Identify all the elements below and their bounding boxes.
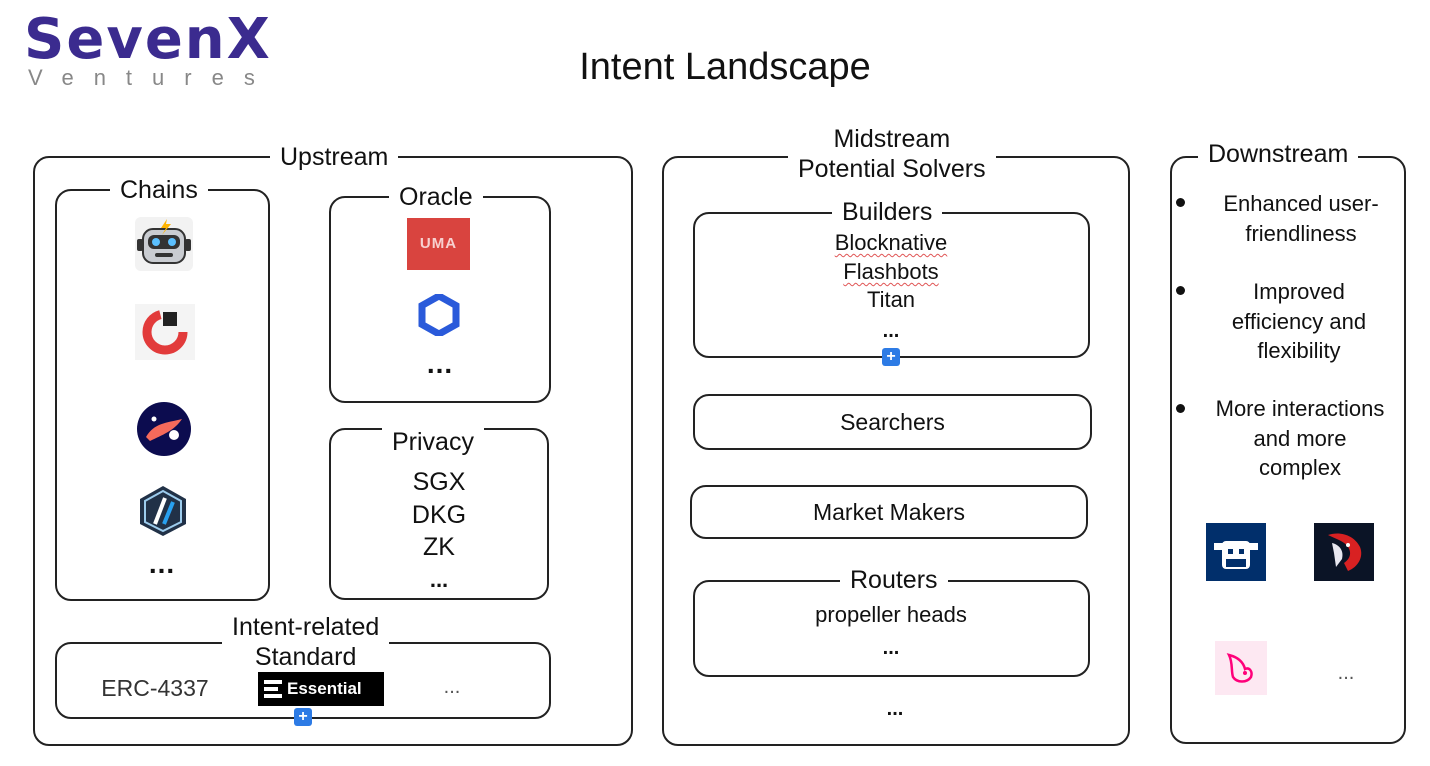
downstream-bullet: More interactions and more complex: [1215, 396, 1385, 480]
bullet-dot: [1176, 198, 1185, 207]
builders-label: Builders: [832, 197, 943, 227]
essential-logo: Essential: [258, 672, 384, 706]
arbitrum-icon: [137, 484, 189, 538]
searchers-label: Searchers: [840, 409, 945, 435]
router-item: propeller heads: [815, 602, 967, 627]
midstream-label-line2: Potential Solvers: [798, 155, 986, 183]
privacy-more: ...: [429, 567, 449, 592]
market-makers-label: Market Makers: [812, 499, 966, 525]
standards-label-line2: Standard: [254, 643, 357, 671]
1inch-icon: [1314, 523, 1374, 581]
page-title: Intent Landscape: [579, 46, 871, 88]
erc-4337-label: ERC-4337: [101, 675, 209, 701]
bullet-dot: [1176, 404, 1185, 413]
routers-more: ...: [882, 637, 900, 659]
starknet-icon: [136, 401, 192, 457]
standards-label: Intent-related Standard: [222, 612, 390, 672]
chains-more: ...: [148, 548, 176, 579]
midstream-more: ...: [886, 698, 904, 720]
builder-item: Blocknative: [834, 230, 948, 255]
cow-swap-icon: [1206, 523, 1266, 581]
builders-add-button[interactable]: +: [882, 348, 900, 366]
upstream-label: Upstream: [270, 142, 399, 172]
downstream-bullet: Improved efficiency and flexibility: [1231, 279, 1367, 363]
builder-item: Titan: [866, 287, 916, 312]
essential-logo-text: Essential: [287, 679, 362, 698]
builders-more: ...: [882, 320, 900, 342]
builder-item: Flashbots: [843, 259, 939, 284]
privacy-item: SGX: [412, 468, 466, 496]
uniswap-icon: [1215, 641, 1267, 695]
midstream-label: Midstream Potential Solvers: [788, 124, 996, 184]
privacy-item: DKG: [411, 501, 467, 529]
oracle-more: ...: [426, 348, 454, 379]
uma-logo: UMA: [407, 218, 470, 270]
searchers-box: [693, 394, 1092, 450]
brand-name: SevenX: [24, 7, 272, 72]
uma-logo-text: UMA: [419, 235, 458, 252]
oracle-label: Oracle: [389, 182, 483, 212]
chains-label: Chains: [110, 175, 208, 205]
robot-icon: [131, 213, 197, 275]
privacy-label: Privacy: [382, 427, 484, 457]
privacy-item: ZK: [423, 533, 455, 561]
standards-label-line1: Intent-related: [232, 613, 380, 641]
brand-logo: SevenX Ventures: [24, 8, 275, 90]
chainlink-icon: [418, 291, 460, 339]
chain-ring-icon: [133, 302, 197, 362]
standards-add-button[interactable]: +: [294, 708, 312, 726]
downstream-bullet: Enhanced user- friendliness: [1223, 191, 1379, 246]
routers-label: Routers: [840, 565, 948, 595]
downstream-more: ...: [1337, 662, 1355, 684]
bullet-dot: [1176, 286, 1185, 295]
brand-sub: Ventures: [28, 65, 275, 90]
downstream-label: Downstream: [1198, 139, 1359, 169]
midstream-label-line1: Midstream: [833, 125, 951, 153]
standards-more: ...: [443, 676, 461, 698]
market-makers-box: [690, 485, 1088, 539]
